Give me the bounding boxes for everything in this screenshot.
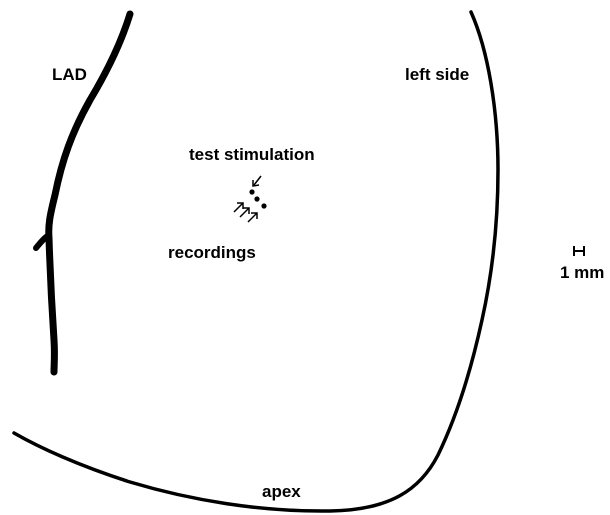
recording-arrow [233, 202, 244, 213]
lad-label: LAD [52, 65, 87, 84]
recording-arrow [239, 207, 250, 218]
recording-site-dot [261, 203, 267, 209]
lad-artery-branch [33, 232, 52, 251]
lad-artery [45, 10, 134, 376]
recording-arrow [247, 212, 258, 223]
scale-bar [573, 246, 585, 256]
heart-outline [12, 10, 500, 513]
stimulation-arrow [252, 175, 262, 187]
left-side-label: left side [405, 65, 470, 84]
test-stimulation-label: test stimulation [189, 145, 315, 164]
apex-label: apex [262, 482, 301, 501]
stimulation-site-dot [249, 189, 255, 195]
recording-site-dot [254, 196, 260, 202]
scale-label: 1 mm [560, 263, 605, 282]
recordings-label: recordings [168, 243, 256, 262]
